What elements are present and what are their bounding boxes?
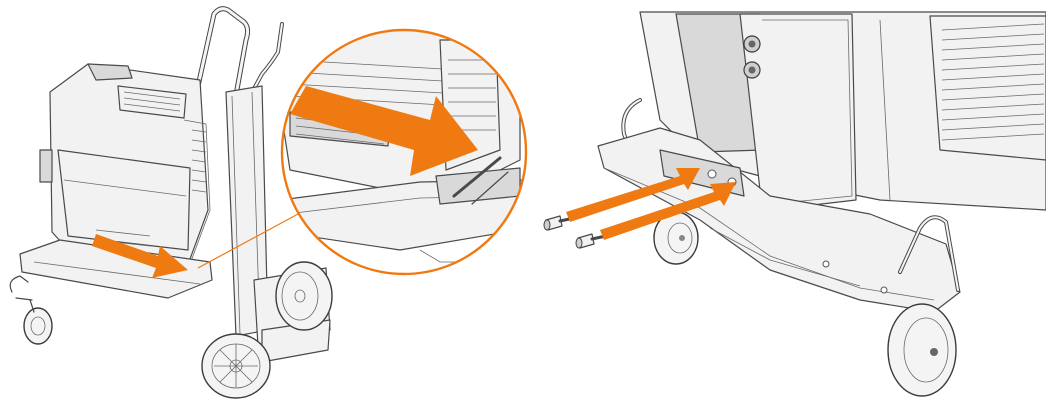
slide-in-arrow: [92, 234, 188, 278]
welder-body-closeup: [639, 11, 1046, 211]
zoom-circle-border: [280, 28, 528, 276]
screw-hole-icon: [707, 169, 717, 179]
screw-arrow-upper: [566, 168, 700, 222]
cart-base: [9, 239, 213, 301]
screw-arrow-lower: [600, 182, 736, 240]
front-caster: [23, 299, 53, 345]
zoom-arrow: [290, 86, 478, 176]
callout-line-lower: [197, 213, 299, 269]
base-handle-right: [898, 215, 960, 292]
detail-zoom: [280, 28, 528, 276]
cart-rail-left: [621, 98, 642, 152]
mounting-screw-2: [575, 233, 608, 249]
cart-panel: [9, 6, 333, 399]
rear-wheel-back: [275, 261, 333, 331]
base-mount-panel: [543, 11, 1046, 397]
welder-machine: [39, 63, 211, 271]
rear-wheel-right: [887, 303, 957, 397]
cart-handle: [193, 6, 284, 98]
rear-wheel-large: [201, 333, 271, 399]
